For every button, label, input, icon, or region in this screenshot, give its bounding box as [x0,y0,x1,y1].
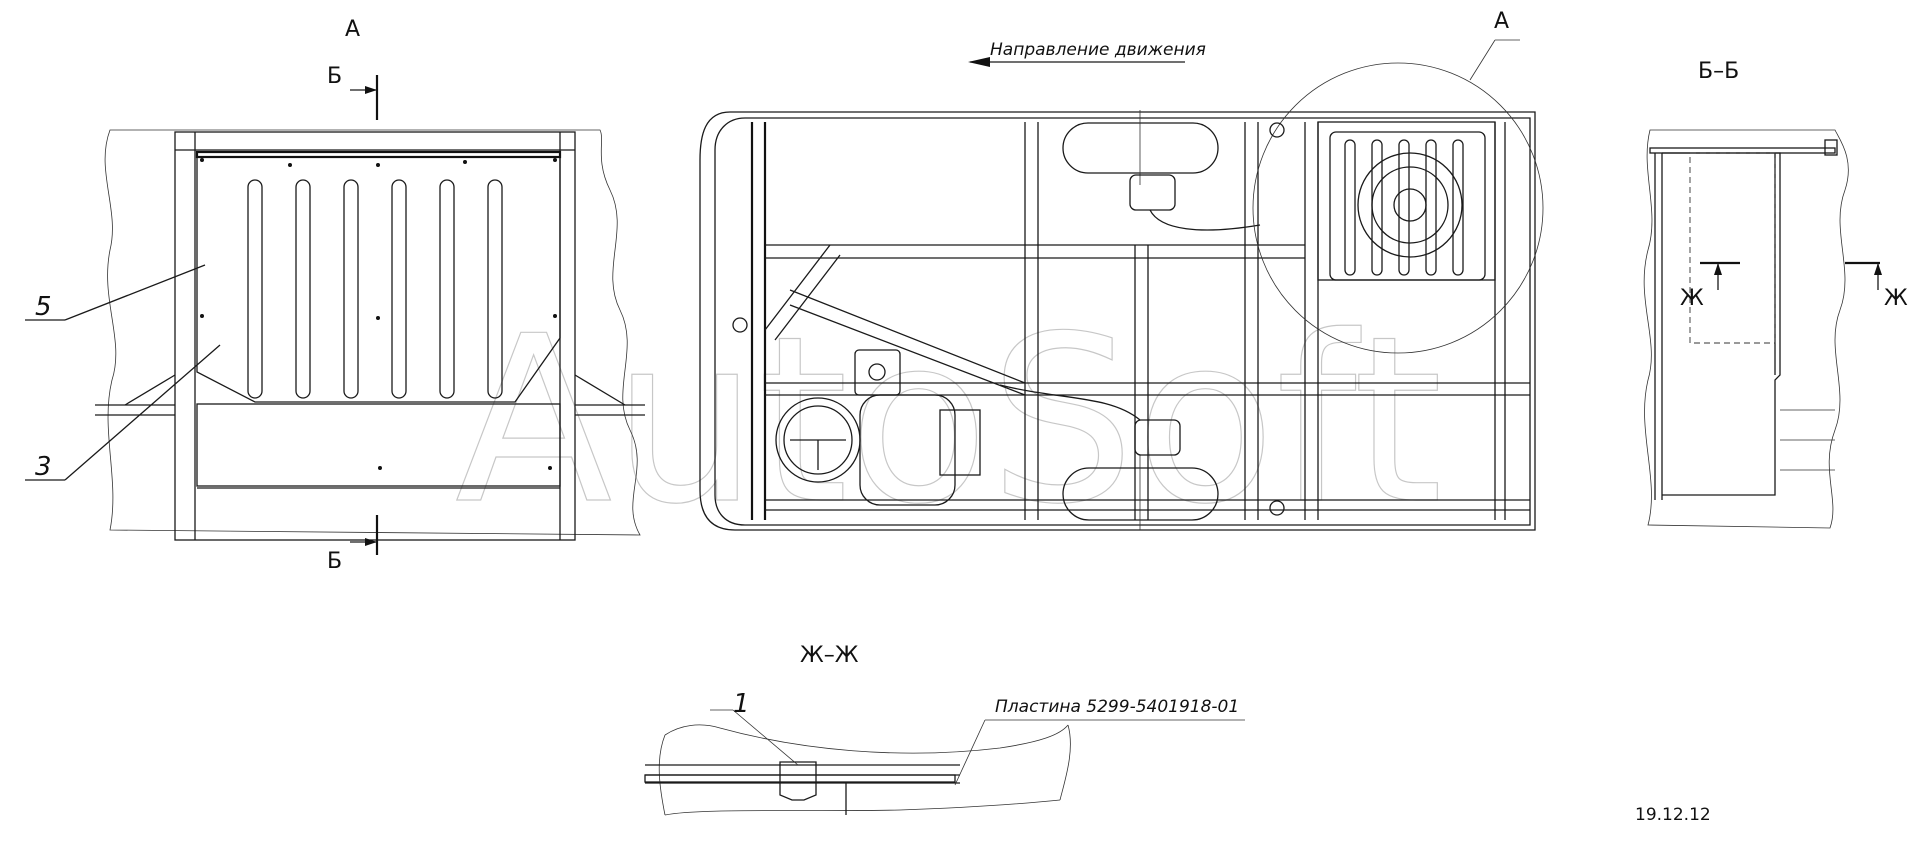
section-bb-label: Б–Б [1698,59,1739,84]
view-a-right-label: А [1494,9,1509,34]
section-b-top-label: Б [327,64,342,89]
section-b-bottom-label: Б [327,549,342,574]
plate-label: Пластина 5299-5401918-01 [995,697,1239,717]
callout-5: 5 [35,292,52,322]
section-zhzh [644,709,1245,816]
chassis-plan [699,39,1544,531]
panel-slots [247,179,503,399]
section-zh-right-label: Ж [1884,286,1908,311]
spare-wheel-slats [1344,139,1464,276]
section-zh-left-label: Ж [1680,286,1704,311]
section-zhzh-label: Ж–Ж [800,643,859,668]
direction-label: Направление движения [990,40,1206,60]
watermark: AutoSoft [455,288,1443,555]
callout-1: 1 [733,689,750,719]
view-a-detail [25,75,645,555]
section-bb [1643,129,1882,529]
date-stamp: 19.12.12 [1635,805,1711,825]
view-a-left-label: А [345,17,360,42]
callout-3: 3 [35,452,52,482]
